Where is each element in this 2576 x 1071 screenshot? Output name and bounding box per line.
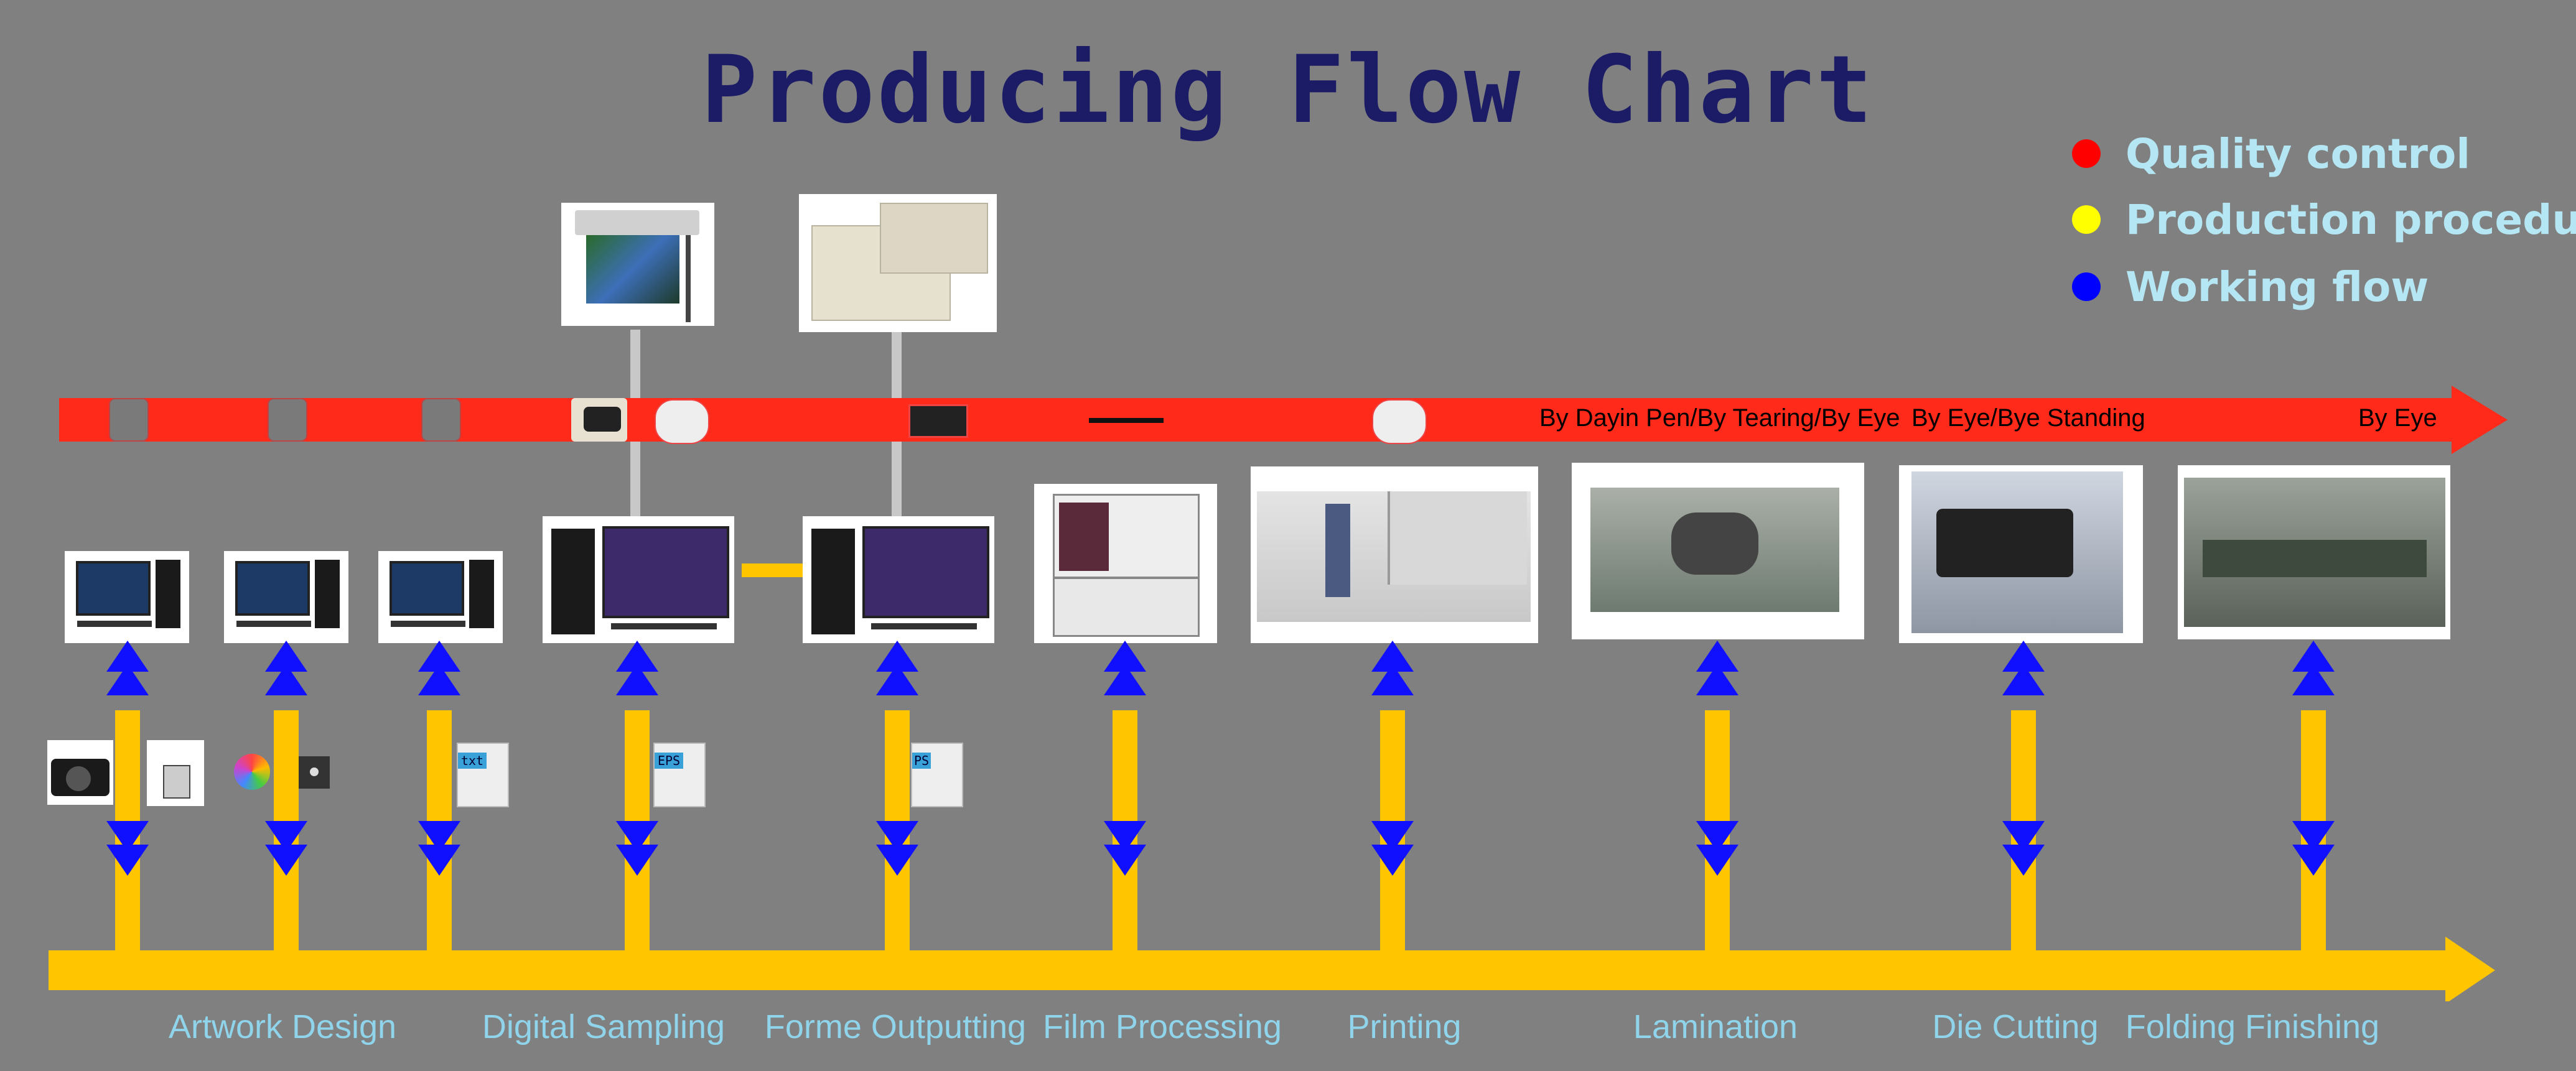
working-flow-arrowhead (106, 821, 149, 852)
working-flow-arrowhead (616, 664, 658, 695)
cd-icon (234, 754, 270, 790)
file-icon: PS (911, 743, 963, 807)
magnifier-icon (268, 398, 307, 442)
link-bar (742, 563, 804, 577)
working-flow-arrowhead (616, 821, 658, 852)
flow-diagram (49, 641, 2495, 1001)
magnifier-icon (109, 398, 149, 442)
legend-item-working-flow: Working flow (2072, 259, 2429, 315)
laminating-machine-icon (1572, 463, 1864, 639)
legend-label: Working flow (2126, 262, 2429, 311)
working-flow-arrowhead (418, 821, 460, 852)
floppy-icon (299, 756, 330, 789)
file-type-tag: txt (458, 753, 487, 769)
working-flow-arrowhead (1104, 641, 1146, 672)
step-label-film-processing: Film Processing (1042, 1008, 1282, 1046)
workstation-icon (543, 516, 734, 643)
spectro-icon (1372, 399, 1427, 444)
step-label-artwork-design: Artwork Design (168, 1008, 397, 1046)
working-flow-arrowhead (2292, 641, 2335, 672)
working-flow-arrowhead (2292, 664, 2335, 695)
working-flow-arrowhead (1104, 845, 1146, 876)
qc-label: By Dayin Pen/By Tearing/By Eye (1539, 404, 1900, 432)
pen-icon (1089, 418, 1164, 423)
workstation-icon (803, 516, 994, 643)
file-type-tag: EPS (655, 753, 683, 769)
step-label-die-cutting: Die Cutting (1932, 1008, 2099, 1046)
working-flow-arrowhead (2002, 845, 2045, 876)
spectro-icon (655, 399, 709, 444)
working-flow-arrowhead (1371, 821, 1414, 852)
working-flow-arrowhead (418, 641, 460, 672)
working-flow-arrowhead (418, 664, 460, 695)
working-flow-arrowhead (1696, 845, 1738, 876)
file-icon: EPS (653, 743, 706, 807)
printing-press-icon (1251, 466, 1538, 643)
working-flow-arrowhead (1104, 821, 1146, 852)
working-flow-arrowhead (2292, 821, 2335, 852)
working-flow-arrowhead (106, 845, 149, 876)
large-format-printer-icon (561, 203, 714, 326)
legend-item-quality-control: Quality control (2072, 126, 2470, 182)
step-label-forme-outputting: Forme Outputting (764, 1008, 1027, 1046)
step-label-folding-finishing: Folding Finishing (2125, 1008, 2380, 1046)
production-bar (49, 937, 2495, 1001)
camera-icon (47, 740, 113, 805)
working-flow-arrowhead (616, 845, 658, 876)
working-flow-arrowhead (876, 664, 918, 695)
quality-control-bar (59, 386, 2508, 454)
working-flow-arrowhead (1371, 845, 1414, 876)
working-flow-arrowhead (106, 664, 149, 695)
working-flow-arrowhead (876, 821, 918, 852)
working-flow-arrowhead (1371, 641, 1414, 672)
working-flow-arrowhead (265, 845, 307, 876)
legend-label: Production procedure (2126, 195, 2576, 244)
working-flow-arrowhead (876, 641, 918, 672)
red-dot-icon (2072, 139, 2101, 168)
blue-dot-icon (2072, 272, 2101, 301)
legend-label: Quality control (2126, 129, 2470, 178)
working-flow-arrowhead (2002, 664, 2045, 695)
working-flow-arrowhead (1371, 664, 1414, 695)
imagesetter-icon (799, 194, 997, 332)
computer-icon (224, 551, 348, 643)
working-flow-arrowhead (265, 821, 307, 852)
working-flow-arrowhead (106, 641, 149, 672)
qc-label: By Eye (2358, 404, 2437, 432)
densitometer-icon (571, 398, 627, 442)
working-flow-arrowhead (616, 641, 658, 672)
computer-icon (65, 551, 189, 643)
working-flow-arrowhead (2002, 821, 2045, 852)
die-cutting-machine-icon (1899, 465, 2143, 643)
working-flow-arrowhead (418, 845, 460, 876)
working-flow-arrowhead (1696, 664, 1738, 695)
working-flow-arrowhead (1696, 641, 1738, 672)
computer-icon (378, 551, 503, 643)
folding-machine-icon (2178, 465, 2450, 639)
scanner-icon (147, 740, 204, 806)
working-flow-arrowhead (265, 641, 307, 672)
working-flow-arrowhead (2292, 845, 2335, 876)
step-label-digital-sampling: Digital Sampling (482, 1008, 726, 1046)
film-processor-icon (1034, 484, 1217, 643)
yellow-dot-icon (2072, 205, 2101, 234)
magnifier-icon (421, 398, 461, 442)
qc-label: By Eye/Bye Standing (1911, 404, 2145, 432)
file-icon: txt (457, 743, 509, 807)
working-flow-arrowhead (876, 845, 918, 876)
file-type-tag: PS (912, 753, 931, 769)
scale-icon (908, 404, 968, 438)
working-flow-arrowhead (265, 664, 307, 695)
step-label-lamination: Lamination (1633, 1008, 1798, 1046)
page-title: Producing Flow Chart (701, 36, 1875, 144)
legend-item-production-procedure: Production procedure (2072, 192, 2576, 248)
step-label-printing: Printing (1347, 1008, 1462, 1046)
working-flow-arrowhead (1104, 664, 1146, 695)
working-flow-arrowhead (1696, 821, 1738, 852)
working-flow-arrowhead (2002, 641, 2045, 672)
